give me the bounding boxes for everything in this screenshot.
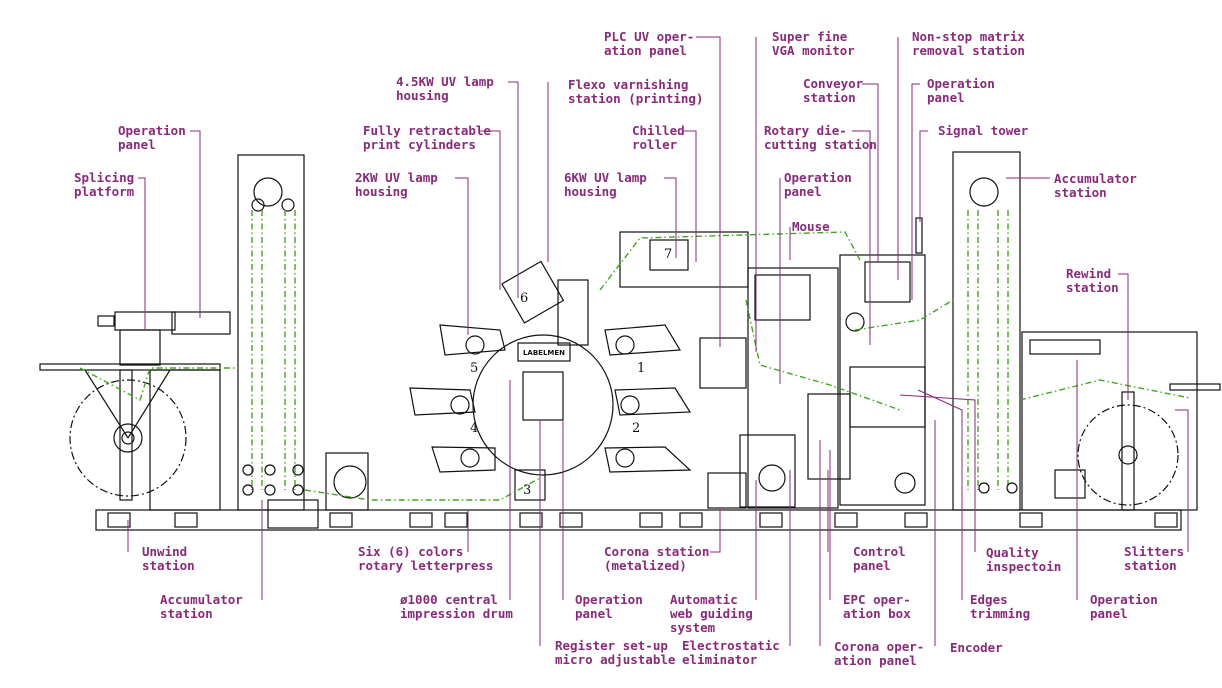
label-corona-station: Corona station(metalized) bbox=[604, 544, 710, 573]
label-rotary-die: Rotary die-cutting station bbox=[764, 123, 877, 152]
base-frame bbox=[95, 509, 1182, 531]
svg-text:2: 2 bbox=[632, 421, 640, 436]
svg-text:6: 6 bbox=[520, 291, 528, 306]
leader-lines bbox=[127, 36, 1189, 646]
label-mouse: Mouse bbox=[792, 219, 830, 234]
label-epc-box: EPC oper-ation box bbox=[843, 592, 911, 621]
svg-text:4: 4 bbox=[470, 421, 478, 436]
svg-text:3: 3 bbox=[523, 483, 531, 498]
label-corona-op-panel: Corona oper-ation panel bbox=[834, 639, 925, 668]
label-signal-tower: Signal tower bbox=[938, 123, 1029, 138]
svg-text:5: 5 bbox=[470, 361, 478, 376]
central-drum bbox=[409, 231, 749, 501]
label-encoder: Encoder bbox=[950, 640, 1003, 655]
svg-text:7: 7 bbox=[664, 247, 672, 262]
label-plc-uv-panel: PLC UV oper-ation panel bbox=[604, 29, 695, 58]
accumulator-left bbox=[237, 154, 319, 529]
print-units-right bbox=[604, 324, 692, 473]
svg-text:1: 1 bbox=[637, 361, 645, 376]
accumulator-right bbox=[952, 151, 1021, 511]
unwind-station bbox=[39, 311, 231, 511]
die-cut-section bbox=[707, 217, 926, 509]
brand-plate: LABELMEN bbox=[523, 349, 565, 357]
corona-box-left bbox=[325, 452, 369, 511]
unit-numbers: 1 2 3 4 5 6 7 LABELMEN bbox=[470, 247, 672, 498]
web-path bbox=[79, 231, 1191, 501]
rewind-station bbox=[1021, 331, 1221, 511]
print-units-left bbox=[409, 324, 506, 473]
